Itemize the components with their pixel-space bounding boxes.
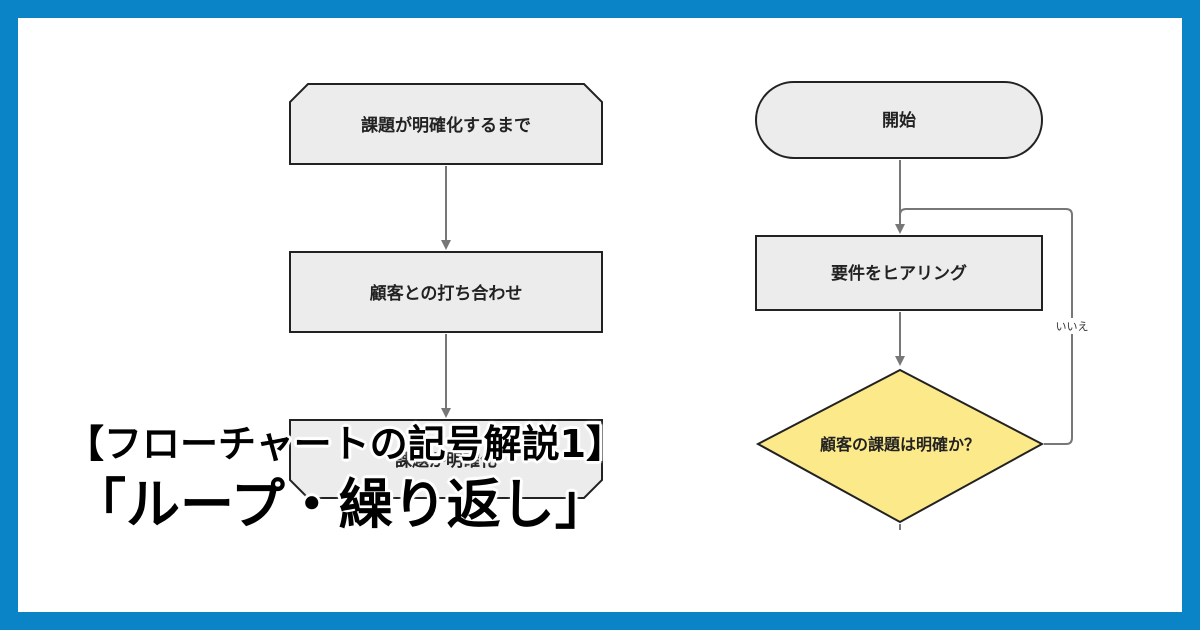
title-line-2: 「ループ・繰り返し」 bbox=[72, 473, 609, 536]
loop-end-label: 課題が明確化 bbox=[395, 450, 497, 471]
start-node: 開始 bbox=[755, 81, 1043, 159]
left-process-node: 顧客との打ち合わせ bbox=[289, 251, 603, 333]
title-line-1: 【フローチャートの記号解説1】 bbox=[66, 422, 625, 466]
start-label: 開始 bbox=[882, 110, 916, 131]
flowchart-diagram: 課題が明確化するまで 顧客との打ち合わせ 課題が明確化 開始 要件をヒアリング … bbox=[289, 81, 1094, 530]
decision-node: 顧客の課題は明確か？ bbox=[755, 368, 1045, 524]
loop-end-node: 課題が明確化 bbox=[289, 419, 603, 499]
right-process-node: 要件をヒアリング bbox=[755, 235, 1043, 311]
loop-start-label: 課題が明確化するまで bbox=[361, 115, 531, 136]
edge-label-no: いいえ bbox=[1056, 320, 1089, 333]
canvas: 課題が明確化するまで 顧客との打ち合わせ 課題が明確化 開始 要件をヒアリング … bbox=[18, 18, 1182, 612]
title-block: 【フローチャートの記号解説1】 「ループ・繰り返し」 bbox=[66, 418, 624, 540]
right-process-label: 要件をヒアリング bbox=[831, 263, 967, 284]
decision-label: 顧客の課題は明確か？ bbox=[820, 435, 980, 454]
left-process-label: 顧客との打ち合わせ bbox=[370, 283, 523, 304]
loop-start-node: 課題が明確化するまで bbox=[289, 83, 603, 165]
loop-back-edge bbox=[899, 208, 1073, 445]
edge-label-bg bbox=[1050, 318, 1094, 334]
